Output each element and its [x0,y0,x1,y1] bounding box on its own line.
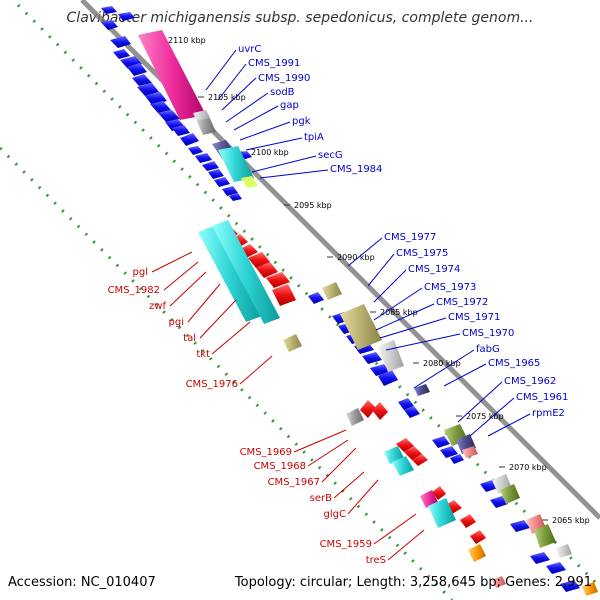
gene-label-reverse: CMS_1968 [254,461,306,472]
cog-block [468,544,486,562]
cog-block [428,498,456,528]
accession-text: Accession: NC_010407 [8,575,156,590]
gene-label-reverse: CMS_1976 [186,379,238,390]
gene-label-forward: fabG [476,344,500,355]
gene-label-reverse: serB [310,493,332,504]
gene-label-forward: CMS_1991 [248,58,300,69]
gene-label-reverse: CMS_1959 [320,539,372,550]
cog-block [420,490,438,508]
gene-label-reverse: tkt [196,349,210,360]
scale-ticks [158,39,548,521]
gene-label-forward: CMS_1984 [330,164,382,175]
gene-label-forward: CMS_1972 [436,297,488,308]
cog-block [218,146,254,182]
gene-label-forward: tpiA [304,132,324,143]
cog-block [346,408,364,426]
gene-label-forward: gap [280,100,299,111]
gene-label-reverse: zwf [149,301,166,312]
forward-leader-lines [205,49,531,437]
gene-label-forward: CMS_1975 [396,248,448,259]
gene-label-reverse: CMS_1969 [240,447,292,458]
forward-cds-track [101,6,252,201]
cog-block [138,30,206,120]
gene-label-forward: CMS_1977 [384,232,436,243]
map-title: Clavibacter michiganensis subsp. sepedon… [66,10,534,26]
cog-block [322,282,342,300]
gene-label-forward: rpmE2 [532,408,565,419]
reverse-leader-lines [151,251,425,561]
gene-label-forward: CMS_1990 [258,73,310,84]
scale-label: 2100 kbp [251,148,289,157]
gene-label-forward: secG [318,150,343,161]
gene-label-forward: pgk [292,116,311,127]
scale-label: 2080 kbp [423,359,461,368]
cog-block [378,340,404,372]
scale-label: 2070 kbp [509,463,547,472]
cog-block [340,304,382,350]
scale-label: 2085 kbp [380,308,418,317]
gene-label-reverse: CMS_1982 [108,285,160,296]
cog-block [414,384,430,396]
reverse-cds-track [220,226,486,544]
gene-label-reverse: treS [366,555,386,566]
cog-block [283,334,302,352]
gene-label-forward: CMS_1973 [424,282,476,293]
cog-block [492,576,506,588]
scale-label: 2090 kbp [337,253,375,262]
scale-label: 2110 kbp [168,36,206,45]
cog-block [462,446,478,458]
gene-label-forward: CMS_1961 [516,392,568,403]
inner-dotted-ring [0,146,454,600]
cog-block [193,110,210,121]
cog-block [556,544,572,558]
scale-label: 2075 kbp [466,412,504,421]
scale-label: 2065 kbp [552,516,590,525]
gene-label-reverse: pgl [133,267,148,278]
gene-label-forward: CMS_1962 [504,376,556,387]
cog-block [212,220,280,324]
cog-block [534,524,556,548]
cog-block [500,484,520,504]
gene-label-reverse: CMS_1967 [268,477,320,488]
gene-label-forward: sodB [270,87,295,98]
cog-block [582,582,598,596]
scale-label: 2105 kbp [208,93,246,102]
gene-label-forward: CMS_1965 [488,358,540,369]
gene-label-forward: CMS_1974 [408,264,460,275]
cog-block [392,456,414,476]
gene-label-reverse: tal [183,333,196,344]
gene-label-forward: uvrC [238,44,261,55]
gene-label-reverse: glgC [324,509,346,520]
topology-text: Topology: circular; Length: 3,258,645 bp… [234,575,592,590]
gene-label-forward: CMS_1970 [462,328,514,339]
cog-block [241,176,258,188]
scale-label: 2095 kbp [294,201,332,210]
gene-label-reverse: pgi [169,317,184,328]
cog-block [198,226,262,322]
gene-label-forward: CMS_1971 [448,312,500,323]
